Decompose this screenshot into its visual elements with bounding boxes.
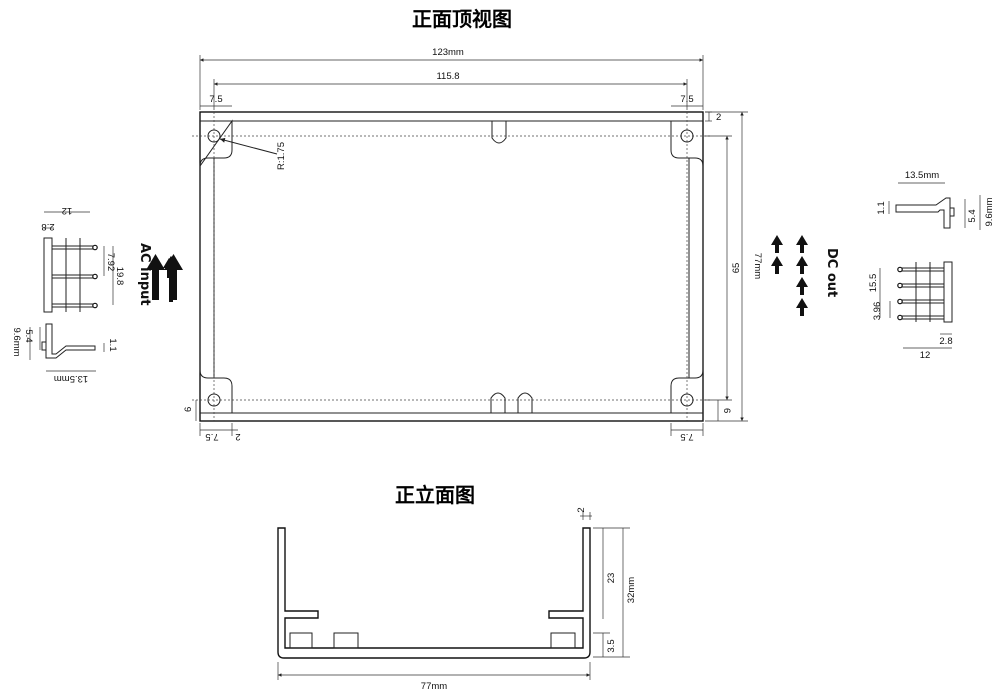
ac-input-label: AC input (137, 243, 152, 306)
ac-dim-length: 13.5mm (54, 373, 88, 384)
dim-bottom-right-75: 7.5 (680, 431, 693, 442)
ac-dim-pitch: 7.92 (105, 253, 116, 272)
dc-connector-side (895, 197, 955, 229)
dc-out-label: DC out (824, 248, 839, 297)
front-dim-width: 77mm (421, 681, 447, 692)
ac-dim-width: 12 (62, 205, 73, 216)
dim-overall-height: 77mm (752, 253, 763, 279)
dim-hole-pitch: 115.8 (436, 71, 459, 82)
front-view-profile (277, 527, 591, 659)
dc-dim-width: 12 (920, 350, 931, 361)
dc-connector-front (897, 261, 953, 323)
mount-hole-tr (680, 129, 694, 143)
ac-dim-height-total: 9.6mm (11, 327, 22, 356)
dc-dim-length: 13.5mm (905, 170, 939, 181)
dim-top-flange: 2 (716, 112, 721, 123)
mount-hole-tl (207, 129, 221, 143)
front-dim-standoff: 3.5 (606, 639, 617, 652)
dim-overall-width: 123mm (432, 47, 464, 58)
dim-bottom-right-6: 6 (721, 408, 732, 413)
dc-dim-pin-dia: 1.1 (876, 201, 887, 214)
dc-dim-pitch: 3.96 (872, 302, 883, 321)
top-view-title: 正面顶视图 (412, 7, 512, 31)
ac-dim-pin-offset: 2.8 (41, 221, 54, 232)
dc-dim-height-part: 5.4 (967, 209, 978, 222)
front-dim-total-height: 32mm (626, 577, 637, 603)
ac-dim-span: 19.8 (114, 267, 125, 286)
ac-input-arrows (146, 254, 183, 300)
dim-inner-height: 65 (731, 263, 742, 274)
dim-left-flange: 7.5 (209, 94, 222, 105)
front-view-title: 正立面图 (395, 483, 475, 507)
dim-right-flange: 7.5 (680, 94, 693, 105)
dc-dim-span: 15.5 (868, 274, 879, 293)
dc-out-arrows (771, 235, 808, 316)
dim-hole-radius: R:1.75 (276, 142, 287, 170)
ac-dim-pin-dia: 1.1 (107, 338, 118, 351)
front-dim-upper: 23 (606, 573, 617, 584)
dim-bottom-left-75: 7.5 (205, 431, 218, 442)
mount-hole-br (680, 393, 694, 407)
ac-connector-front (43, 237, 98, 313)
mount-hole-bl (207, 393, 221, 407)
dim-bottom-left-6: 6 (183, 407, 194, 412)
ac-dim-height-part: 5.4 (23, 329, 34, 342)
ac-up-arrows (164, 256, 178, 302)
dim-bottom-left-2: 2 (235, 431, 240, 442)
front-dim-wall: 2 (576, 507, 587, 512)
dc-dim-pin-offset: 2.8 (939, 336, 952, 347)
ac-connector-side (41, 323, 96, 359)
dc-dim-height-total: 9.6mm (984, 197, 995, 226)
